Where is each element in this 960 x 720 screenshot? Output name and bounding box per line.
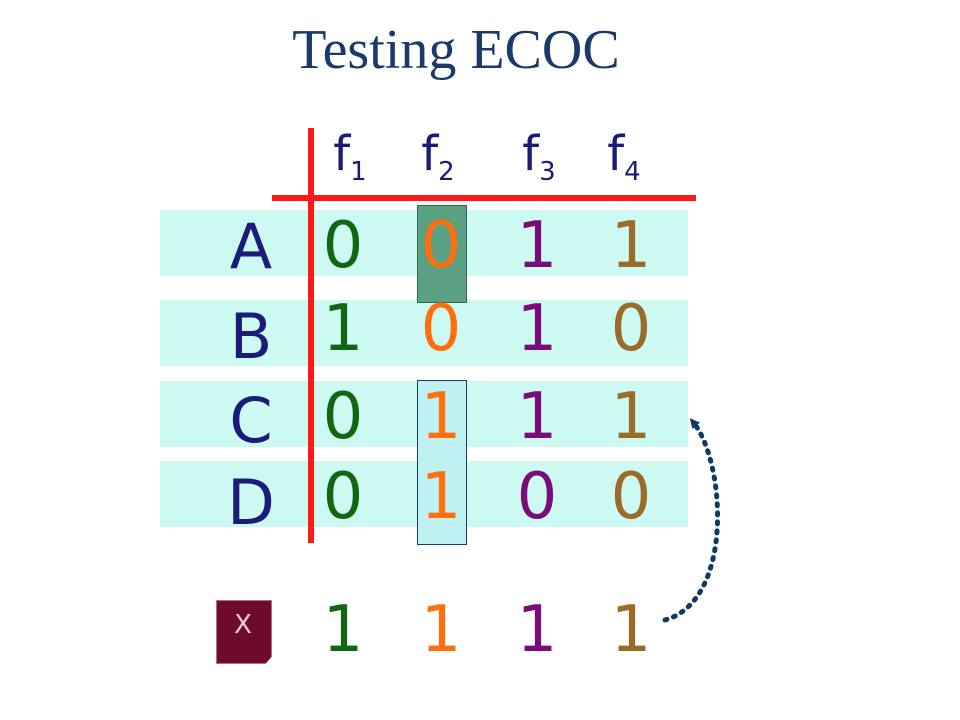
feature-header-1: f1 (333, 126, 367, 187)
f2-column-highlight-lower (417, 380, 467, 545)
code-cell: 1 (420, 380, 462, 454)
label-divider-line (308, 128, 314, 543)
code-cell: 0 (322, 209, 364, 283)
header-divider-line (272, 195, 696, 201)
slide-title: Testing ECOC (292, 19, 620, 81)
code-cell: 1 (322, 292, 364, 366)
test-code-cell: 1 (322, 593, 364, 667)
code-cell: 1 (610, 380, 652, 454)
feature-header-3: f3 (522, 126, 556, 187)
test-instance-box (216, 600, 272, 664)
f2-column-highlight-upper (417, 205, 467, 303)
code-cell: 0 (610, 292, 652, 366)
test-instance-label: X (234, 610, 252, 640)
code-cell: 0 (420, 209, 462, 283)
code-cell: 1 (516, 209, 558, 283)
class-label-b: B (229, 300, 273, 373)
code-cell: 1 (420, 460, 462, 534)
code-cell: 0 (322, 460, 364, 534)
feature-header-2: f2 (421, 126, 455, 187)
test-code-cell: 1 (420, 593, 462, 667)
feature-header-4: f4 (607, 126, 641, 187)
code-cell: 0 (420, 292, 462, 366)
class-label-c: C (229, 384, 273, 457)
code-cell: 1 (516, 380, 558, 454)
row-band-b (160, 300, 688, 366)
code-cell: 1 (516, 292, 558, 366)
class-label-d: D (227, 466, 275, 539)
code-cell: 0 (516, 460, 558, 534)
code-cell: 1 (610, 209, 652, 283)
test-code-cell: 1 (610, 593, 652, 667)
test-code-cell: 1 (516, 593, 558, 667)
code-cell: 0 (610, 460, 652, 534)
class-label-a: A (229, 210, 273, 283)
code-cell: 0 (322, 380, 364, 454)
